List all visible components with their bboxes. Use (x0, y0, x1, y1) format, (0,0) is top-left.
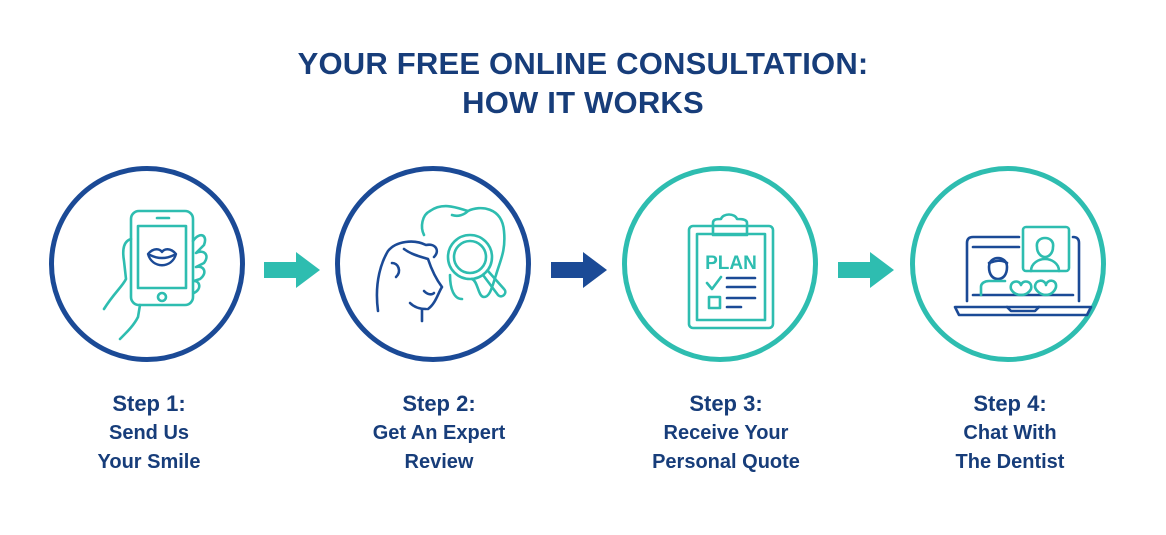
step-number: Step 3: (689, 391, 763, 416)
clipboard-plan-icon: PLAN (687, 213, 775, 330)
step-2-circle (335, 166, 531, 362)
dentist-tooth-magnifier-icon (375, 204, 507, 323)
step-title-line-1: Get An Expert (372, 422, 506, 444)
step-1-circle (49, 166, 245, 362)
step-number: Step 1: (112, 391, 186, 416)
page-title: YOUR FREE ONLINE CONSULTATION: HOW IT WO… (0, 44, 1166, 122)
step-3-label: Step 3: Receive Your Personal Quote (606, 389, 846, 477)
phone-smile-icon (102, 209, 208, 341)
step-4-circle (910, 166, 1106, 362)
arrow-right-icon (551, 252, 607, 288)
step-title-line-1: Receive Your (663, 422, 789, 444)
laptop-video-chat-icon (953, 225, 1093, 317)
step-3-circle: PLAN (622, 166, 818, 362)
step-1-label: Step 1: Send Us Your Smile (29, 389, 269, 477)
step-title-line-1: Send Us (108, 422, 190, 444)
step-title-line-2: The Dentist (955, 451, 1065, 473)
step-title-line-2: Personal Quote (652, 451, 800, 473)
svg-text:PLAN: PLAN (705, 253, 757, 274)
title-line-1: YOUR FREE ONLINE CONSULTATION: (297, 46, 869, 81)
step-title-line-1: Chat With (963, 422, 1057, 444)
step-4-label: Step 4: Chat With The Dentist (890, 389, 1130, 477)
arrow-right-icon (264, 252, 320, 288)
step-title-line-2: Review (404, 451, 474, 473)
step-number: Step 4: (973, 391, 1047, 416)
step-2-label: Step 2: Get An Expert Review (319, 389, 559, 477)
step-number: Step 2: (402, 391, 476, 416)
title-line-2: HOW IT WORKS (462, 85, 704, 120)
arrow-right-icon (838, 252, 894, 288)
step-title-line-2: Your Smile (97, 451, 201, 473)
